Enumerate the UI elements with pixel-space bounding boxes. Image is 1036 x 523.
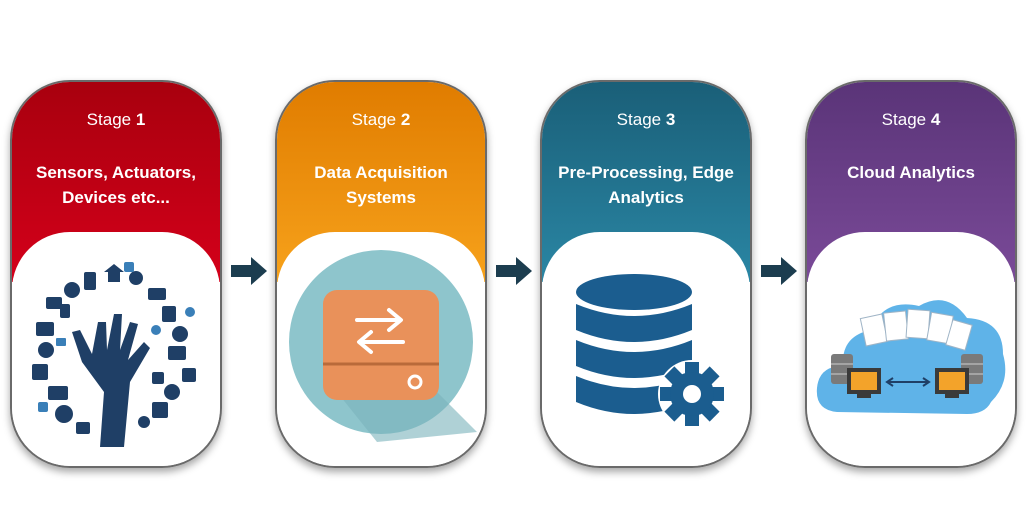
stage-2-title: Stage 2 [277, 110, 485, 130]
stage-3-description-line-2: Analytics [608, 188, 684, 207]
stage-4-description: Cloud Analytics [813, 160, 1009, 185]
stage-1-label: Stage [86, 110, 132, 129]
cloud-analytics-icon [807, 242, 1015, 442]
stage-2-description-line-1: Data Acquisition [314, 163, 448, 182]
stage-2-number: 2 [400, 110, 411, 129]
stage-2-description: Data Acquisition Systems [283, 160, 479, 210]
stage-1-description-line-2: Devices etc... [62, 188, 170, 207]
stage-3-description-line-1: Pre-Processing, Edge [558, 163, 734, 182]
stage-2-description-line-2: Systems [346, 188, 416, 207]
stage-3-label: Stage [616, 110, 662, 129]
stage-3-title: Stage 3 [542, 110, 750, 130]
arrow-right-icon [761, 257, 797, 285]
stage-2-label: Stage [351, 110, 397, 129]
stage-4-description-line-1: Cloud Analytics [847, 163, 975, 182]
iot-devices-tree-icon [12, 242, 220, 447]
stage-1-description-line-1: Sensors, Actuators, [36, 163, 196, 182]
stage-4-label: Stage [881, 110, 927, 129]
stage-3-card: Stage 3 Pre-Processing, Edge Analytics [540, 80, 752, 468]
stage-1-title: Stage 1 [12, 110, 220, 130]
data-transfer-drive-icon [277, 242, 485, 442]
stage-3-number: 3 [665, 110, 676, 129]
stage-4-number: 4 [930, 110, 941, 129]
stage-4-title: Stage 4 [807, 110, 1015, 130]
stage-2-card: Stage 2 Data Acquisition Systems [275, 80, 487, 468]
stage-4-card: Stage 4 Cloud Analytics [805, 80, 1017, 468]
database-gear-icon [542, 242, 750, 442]
stage-1-description: Sensors, Actuators, Devices etc... [18, 160, 214, 210]
arrow-right-icon [496, 257, 532, 285]
stage-1-card: Stage 1 Sensors, Actuators, Devices etc.… [10, 80, 222, 468]
arrow-right-icon [231, 257, 267, 285]
stage-1-number: 1 [135, 110, 146, 129]
stage-3-description: Pre-Processing, Edge Analytics [548, 160, 744, 210]
